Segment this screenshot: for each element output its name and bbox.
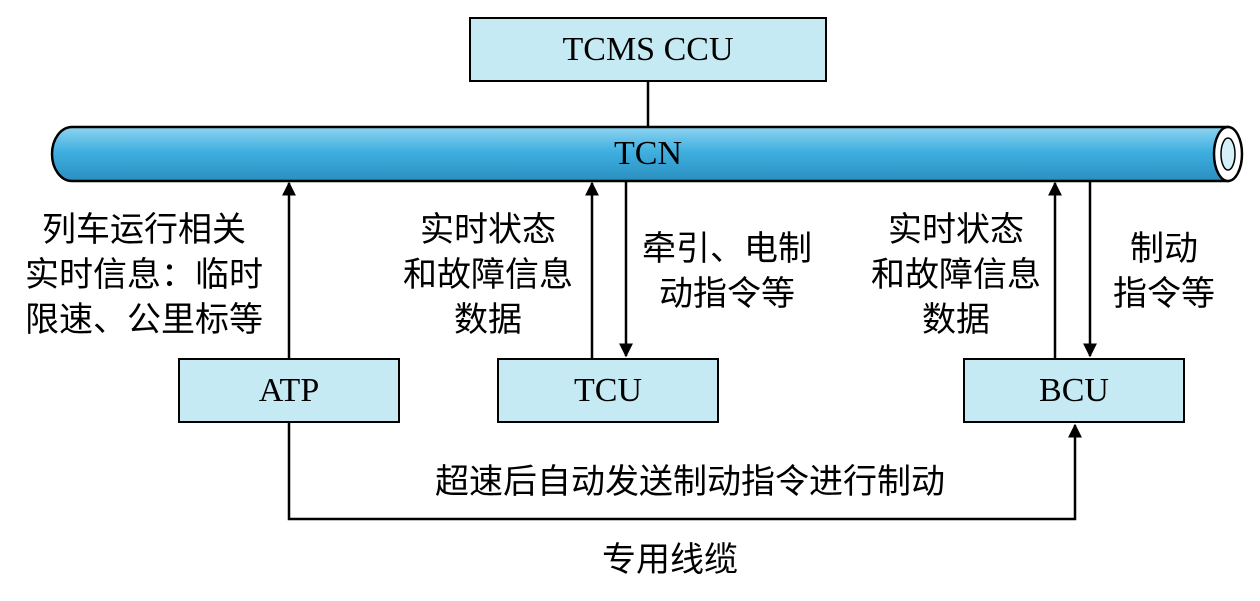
tcms-ccu-label: TCMS CCU <box>562 30 734 68</box>
tcn-to-bcu-label: 制动 指令等 <box>1113 229 1215 314</box>
arrow-atp-to-bcu-cable <box>287 423 1082 521</box>
atp-box: ATP <box>178 358 400 423</box>
tcn-label: TCN <box>614 135 682 172</box>
tcn-bus <box>50 125 1244 183</box>
bcu-label: BCU <box>1039 371 1109 409</box>
tcu-label: TCU <box>574 371 642 409</box>
atp-label: ATP <box>258 371 320 409</box>
tcu-to-tcn-label: 实时状态 和故障信息 数据 <box>403 210 573 340</box>
tcu-box: TCU <box>497 358 719 423</box>
bcu-to-tcn-label: 实时状态 和故障信息 数据 <box>871 210 1041 340</box>
atp-to-bcu-label: 超速后自动发送制动指令进行制动 <box>435 462 945 502</box>
tcms-ccu-box: TCMS CCU <box>469 17 827 82</box>
cable-label: 专用线缆 <box>602 540 738 580</box>
bcu-box: BCU <box>963 358 1185 423</box>
atp-to-tcn-label: 列车运行相关 实时信息：临时 限速、公里标等 <box>25 210 263 340</box>
tcn-to-tcu-label: 牵引、电制 动指令等 <box>642 229 812 314</box>
